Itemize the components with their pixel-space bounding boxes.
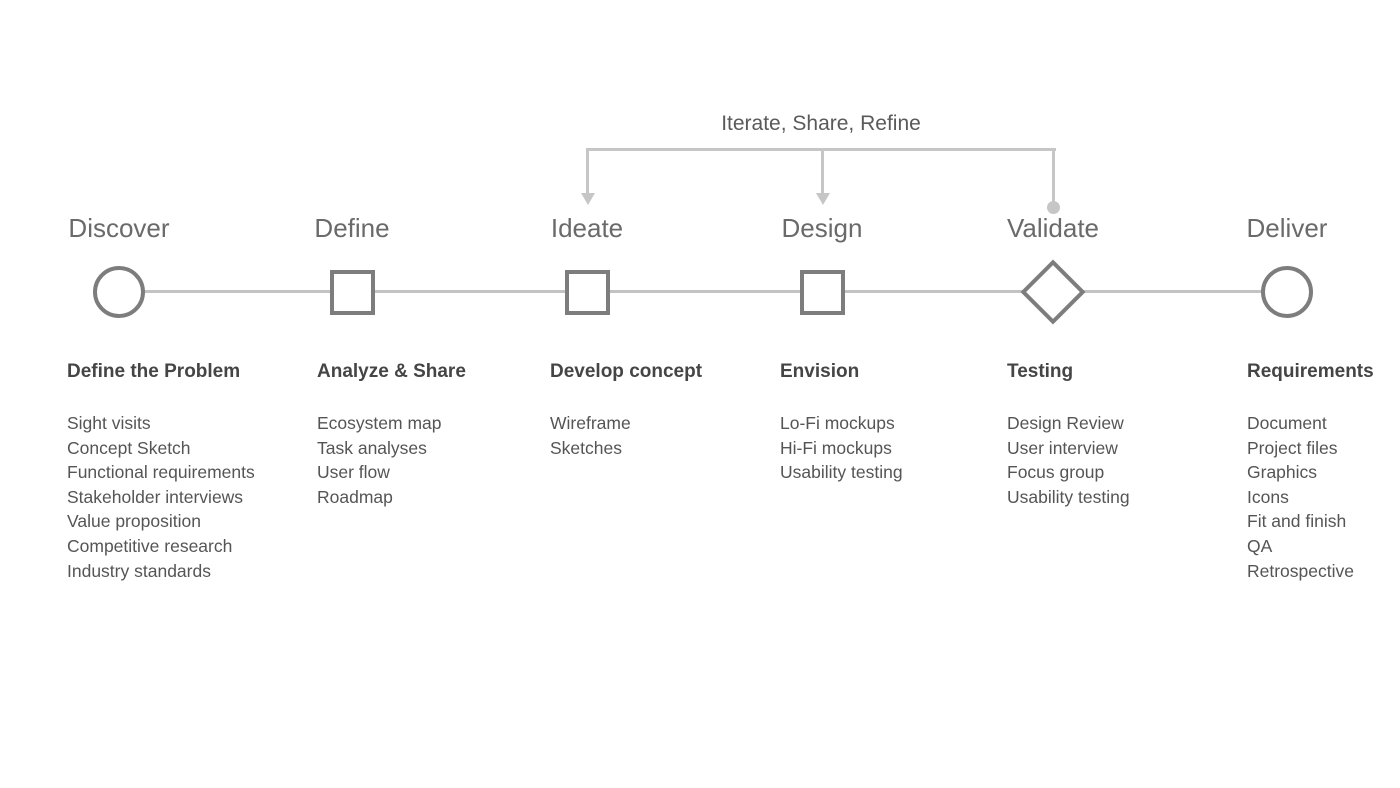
- deliverable-item: Value proposition: [67, 511, 201, 532]
- arrow-down-icon: [581, 193, 595, 205]
- deliverable-item: Design Review: [1007, 413, 1124, 433]
- deliverable-item: Usability testing: [780, 462, 903, 483]
- deliverable-item: Ecosystem map: [317, 413, 442, 433]
- arrow-down-icon: [816, 193, 830, 205]
- deliverable-item: Usability testing: [1007, 486, 1130, 507]
- deliverable-item: Focus group: [1007, 462, 1105, 483]
- column-heading: Envision: [780, 361, 860, 382]
- square-node-icon-define: [330, 270, 375, 315]
- iterate-bracket-drop-design: [821, 148, 824, 194]
- deliverable-item: Competitive research: [67, 535, 233, 556]
- timeline-line: [119, 290, 1287, 293]
- column-heading: Requirements: [1247, 361, 1374, 382]
- deliverable-item: Industry standards: [67, 560, 211, 581]
- phase-label-design: Design: [781, 213, 863, 243]
- column-heading: Define the Problem: [67, 361, 241, 382]
- deliverable-item: Stakeholder interviews: [67, 486, 244, 507]
- circle-node-icon-discover: [93, 266, 145, 318]
- phase-label-discover: Discover: [68, 213, 170, 243]
- deliverable-item: Icons: [1247, 486, 1289, 507]
- deliverable-item: User interview: [1007, 437, 1118, 458]
- diamond-node-icon-validate: [1020, 259, 1086, 325]
- deliverable-item: Functional requirements: [67, 462, 255, 483]
- column-heading: Analyze & Share: [317, 361, 466, 382]
- deliverable-item: Hi-Fi mockups: [780, 437, 892, 458]
- square-node-icon-ideate: [565, 270, 610, 315]
- deliverable-item: Project files: [1247, 437, 1338, 458]
- column-heading: Testing: [1007, 361, 1074, 382]
- deliverable-item: Document: [1247, 413, 1327, 433]
- deliverable-item: Task analyses: [317, 437, 427, 458]
- deliverable-item: Sketches: [550, 437, 622, 458]
- iterate-bracket-drop-validate: [1052, 148, 1055, 203]
- bracket-dot-icon: [1047, 201, 1060, 214]
- deliverable-item: User flow: [317, 462, 390, 483]
- column-heading: Develop concept: [550, 361, 703, 382]
- deliverable-item: Retrospective: [1247, 560, 1354, 581]
- deliverable-item: Wireframe: [550, 413, 631, 433]
- square-node-icon-design: [800, 270, 845, 315]
- deliverable-item: Fit and finish: [1247, 511, 1347, 532]
- deliverable-item: QA: [1247, 535, 1273, 556]
- iterate-bracket-drop-ideate: [586, 148, 589, 194]
- iterate-share-refine-label: Iterate, Share, Refine: [721, 112, 921, 135]
- deliverable-item: Sight visits: [67, 413, 151, 433]
- phase-label-ideate: Ideate: [550, 213, 624, 243]
- circle-node-icon-deliver: [1261, 266, 1313, 318]
- deliverable-item: Roadmap: [317, 486, 393, 507]
- deliverable-item: Graphics: [1247, 462, 1318, 483]
- phase-label-validate: Validate: [1006, 213, 1100, 243]
- phase-label-deliver: Deliver: [1246, 213, 1328, 243]
- deliverable-item: Concept Sketch: [67, 437, 191, 458]
- deliverable-item: Lo-Fi mockups: [780, 413, 895, 433]
- phase-label-define: Define: [314, 213, 390, 243]
